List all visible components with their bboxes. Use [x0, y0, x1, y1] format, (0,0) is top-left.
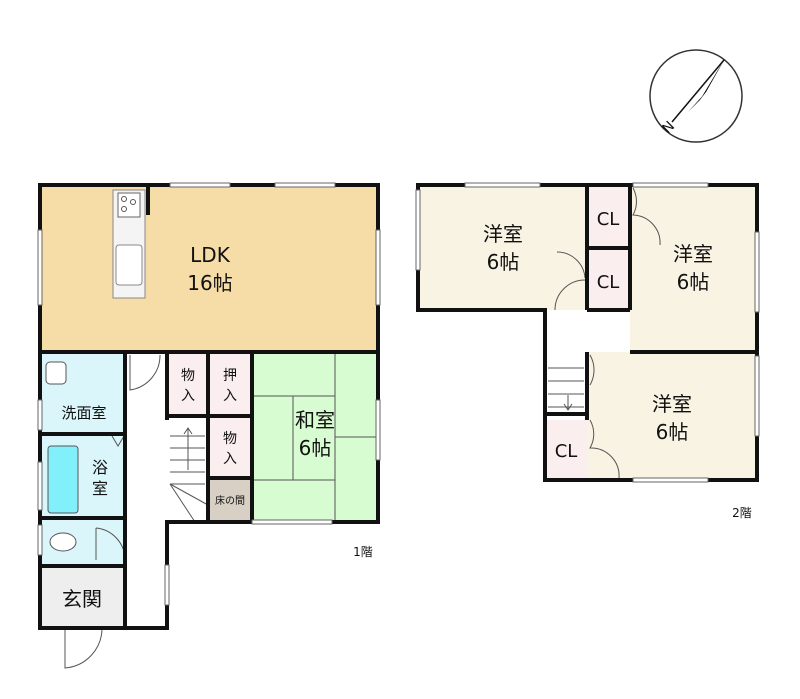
storage2-label-1: 物: [223, 431, 237, 447]
stairs-2f: [548, 367, 584, 411]
stove-icon: [117, 192, 141, 218]
room-storage2: [208, 418, 252, 478]
compass-icon: N: [649, 49, 743, 143]
cl2-label: CL: [597, 272, 620, 293]
youshitsu-bottom-size: 6帖: [656, 420, 689, 444]
storage2-label-2: 入: [223, 451, 237, 467]
room-youshitsu-right: [630, 185, 757, 352]
washitsu-size: 6帖: [299, 436, 332, 460]
storage1-label-2: 入: [181, 388, 195, 404]
tokonoma-label: 床の間: [215, 494, 245, 507]
youshitsu-right-name: 洋室: [673, 242, 713, 266]
youshitsu-left-name: 洋室: [483, 222, 523, 246]
floor-2: 洋室 6帖 洋室 6帖 洋室 6帖 CL CL CL 2階: [415, 182, 760, 520]
bathtub: [47, 445, 79, 514]
room-tokonoma: [208, 478, 252, 522]
cl3-label: CL: [555, 441, 578, 462]
genkan-label: 玄関: [62, 587, 102, 611]
washitsu-name: 和室: [295, 408, 335, 432]
youshitsu-left-size: 6帖: [487, 250, 520, 274]
room-oshiire: [208, 352, 252, 414]
storage1-label-1: 物: [181, 368, 195, 384]
room-youshitsu-bottom: [587, 352, 757, 480]
washbasin-icon: [45, 361, 67, 385]
floor1-label: 1階: [353, 544, 373, 559]
walls-2f: [416, 183, 759, 482]
toilet-icon: [49, 532, 77, 552]
cl1-label: CL: [597, 209, 620, 230]
room-cl3: [545, 420, 587, 480]
ldk-size: 16帖: [187, 271, 232, 295]
youshitsu-right-size: 6帖: [677, 270, 710, 294]
room-cl1: [587, 185, 630, 246]
room-ldk: [40, 185, 378, 352]
yokushitsu-label-1: 浴: [92, 458, 108, 477]
stairs-1f: [169, 427, 209, 523]
walls-1f: [38, 183, 380, 630]
oshiire-label-1: 押: [223, 368, 237, 384]
sink-icon: [115, 244, 143, 286]
youshitsu-bottom-name: 洋室: [652, 392, 692, 416]
senmenshitsu-label: 洗面室: [61, 404, 106, 422]
room-cl2: [587, 250, 630, 310]
room-youshitsu-left: [418, 185, 587, 310]
room-storage1: [167, 352, 208, 414]
oshiire-label-2: 入: [223, 388, 237, 404]
ldk-name: LDK: [190, 243, 231, 267]
room-genkan: [40, 566, 125, 628]
yokushitsu-label-2: 室: [92, 479, 108, 498]
floor2-label: 2階: [732, 505, 752, 520]
floor-1: LDK 16帖 和室 6帖 洗面室 浴 室 玄関 物 入 押 入 物 入 床の間…: [37, 182, 381, 669]
